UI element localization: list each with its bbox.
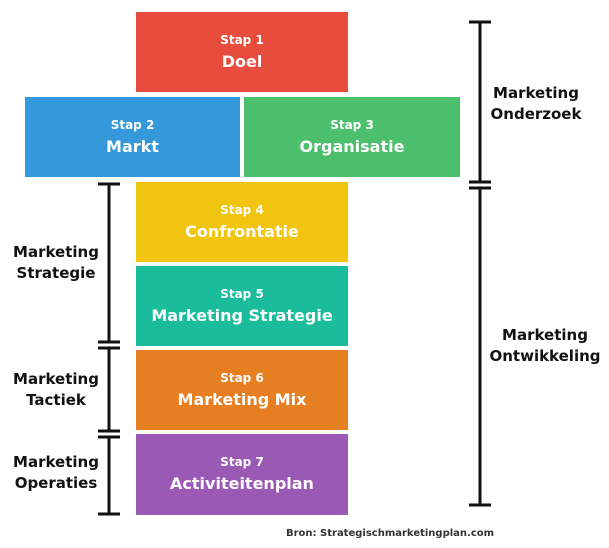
step-5-box: Stap 5 Marketing Strategie bbox=[136, 266, 348, 346]
label-ontwikkeling-line-2: Ontwikkeling bbox=[489, 347, 601, 365]
label-operaties-line-2: Operaties bbox=[14, 474, 98, 492]
label-marketing-ontwikkeling: Marketing Ontwikkeling bbox=[484, 325, 606, 367]
label-marketing-strategie: Marketing Strategie bbox=[4, 242, 108, 284]
step-5-number: Stap 5 bbox=[220, 286, 264, 301]
bracket-strategie bbox=[98, 182, 120, 344]
step-6-box: Stap 6 Marketing Mix bbox=[136, 350, 348, 430]
step-7-box: Stap 7 Activiteitenplan bbox=[136, 434, 348, 515]
bracket-ontwikkeling bbox=[469, 186, 491, 507]
step-3-number: Stap 3 bbox=[330, 117, 374, 132]
label-strategie-line-2: Strategie bbox=[16, 264, 96, 282]
step-4-title: Confrontatie bbox=[185, 221, 299, 241]
label-marketing-operaties: Marketing Operaties bbox=[4, 452, 108, 494]
step-6-title: Marketing Mix bbox=[177, 389, 307, 409]
label-marketing-onderzoek: Marketing Onderzoek bbox=[480, 83, 592, 125]
label-strategie-line-1: Marketing bbox=[13, 243, 99, 261]
step-6-number: Stap 6 bbox=[220, 370, 264, 385]
label-onderzoek-line-2: Onderzoek bbox=[490, 105, 582, 123]
source-caption: Bron: Strategischmarketingplan.com bbox=[286, 528, 495, 539]
step-4-number: Stap 4 bbox=[220, 202, 264, 217]
step-2-title: Markt bbox=[106, 136, 159, 156]
step-2-number: Stap 2 bbox=[110, 117, 155, 132]
bracket-tactiek bbox=[98, 346, 120, 433]
label-tactiek-line-2: Tactiek bbox=[26, 391, 86, 409]
label-marketing-tactiek: Marketing Tactiek bbox=[4, 369, 108, 411]
step-3-title: Organisatie bbox=[299, 136, 405, 156]
step-1-number: Stap 1 bbox=[220, 32, 264, 47]
bracket-operaties bbox=[98, 435, 120, 516]
step-1-title: Doel bbox=[221, 51, 263, 71]
label-ontwikkeling-line-1: Marketing bbox=[502, 326, 588, 344]
bracket-onderzoek bbox=[469, 20, 491, 184]
label-operaties-line-1: Marketing bbox=[13, 453, 99, 471]
step-4-box: Stap 4 Confrontatie bbox=[136, 182, 348, 262]
step-7-title: Activiteitenplan bbox=[170, 474, 314, 493]
step-7-number: Stap 7 bbox=[220, 455, 264, 469]
step-2-box: Stap 2 Markt bbox=[25, 97, 240, 177]
label-onderzoek-line-1: Marketing bbox=[493, 84, 579, 102]
step-1-box: Stap 1 Doel bbox=[136, 12, 348, 92]
step-3-box: Stap 3 Organisatie bbox=[244, 97, 460, 177]
label-tactiek-line-1: Marketing bbox=[13, 370, 99, 388]
step-5-title: Marketing Strategie bbox=[151, 305, 333, 325]
